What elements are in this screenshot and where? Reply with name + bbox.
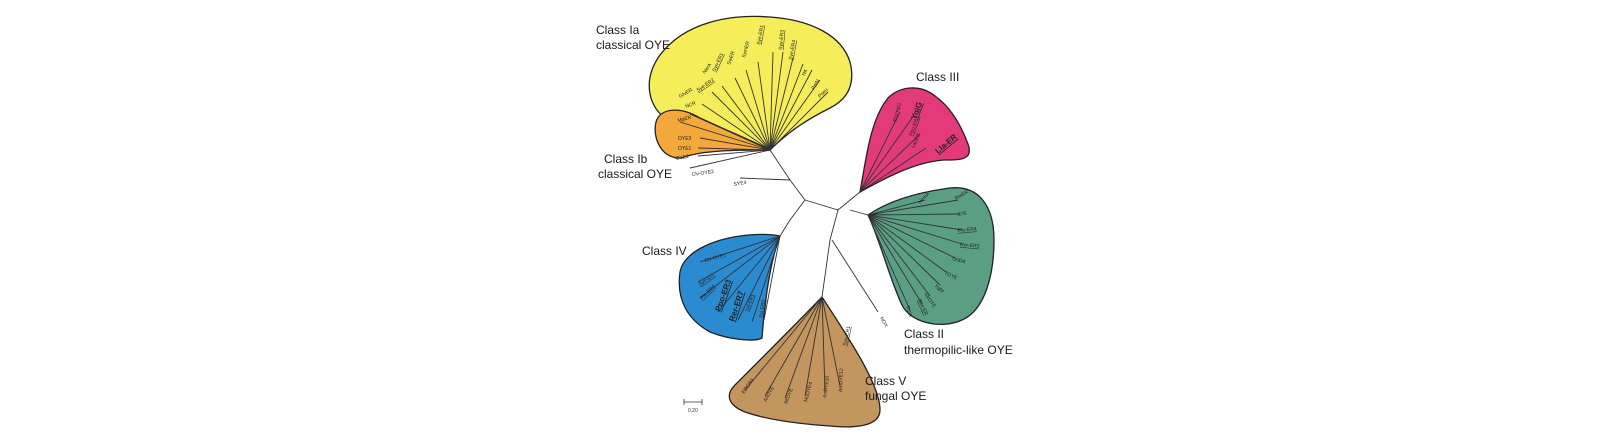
class-ia-sublabel: classical OYE: [596, 38, 670, 52]
leaf-label: PetN: [811, 78, 822, 91]
leaf-label: Clv-OYE2: [691, 169, 714, 178]
clade-iv-labels: Clv-OYE1 Syn-Er1 Pfe-ER4 Syl-ER1 Syl-ER2…: [698, 252, 767, 322]
leaf-label: Nit: [801, 68, 809, 76]
class-v-label: Class V: [865, 374, 906, 388]
clade-iv-branches: [697, 235, 781, 323]
leaf-label: MtOYE: [783, 387, 795, 405]
leaf-label: Rer-ER3: [960, 242, 980, 250]
leaf-label: NerA: [702, 62, 714, 75]
leaf-label: NCR: [685, 100, 698, 109]
clade-ia-branches: [679, 51, 829, 151]
clade-v-branches: [744, 296, 841, 399]
leaf-label: YqjM: [933, 283, 945, 295]
leaf-label: AmOYE12: [838, 368, 845, 392]
class-v-sublabel: fungal OYE: [865, 389, 926, 403]
clade-ib-labels: OYE3 OYE1 OYE2 Clv-OYE2: [675, 136, 714, 178]
class-ii-sublabel: thermopilic-like OYE: [904, 343, 1013, 357]
scale-bar: 0.20: [683, 399, 703, 414]
leaf-label: AnOYE10: [822, 375, 831, 398]
clade-ii-shape: [867, 187, 995, 325]
leaf-label: TOYE: [943, 270, 958, 281]
class-iii-label: Class III: [916, 70, 959, 84]
leaf-label: EcoYqiG: [892, 102, 903, 122]
class-ib-label: Class Ib: [604, 152, 648, 166]
leaf-label: SymER: [741, 40, 751, 58]
leaf-label: Syl-ER2: [758, 299, 767, 318]
clade-ii-branches: [867, 199, 963, 311]
clade-v-shape: [728, 295, 881, 428]
leaf-label: Sye-ER4: [788, 39, 797, 60]
leaf-label: Clv-OYE1: [704, 252, 727, 264]
leaf-label: Sye-ER1: [756, 24, 765, 45]
leaf-label: MgER: [677, 115, 692, 124]
leaf-label: MuOYE4: [803, 381, 814, 402]
clade-iii-branches: [859, 111, 927, 193]
leaf-label: LacER: [910, 132, 922, 148]
leaf-label: Syl-ER1: [744, 293, 756, 312]
leaf-label: TsER: [904, 305, 913, 318]
leaf-label: OYE1: [678, 146, 692, 152]
class-ia-label: Class Ia: [596, 23, 640, 37]
leaf-label: SYE4: [733, 180, 747, 188]
leaf-label: OrlDA: [951, 256, 966, 265]
class-ib-sublabel: classical OYE: [598, 167, 672, 181]
class-ii-label: Class II: [904, 327, 944, 341]
leaf-label: CrS: [957, 210, 967, 218]
leaf-label: Sye-ER3: [778, 30, 786, 51]
class-iv-label: Class IV: [642, 244, 687, 258]
leaf-label: Pfo-ER4: [958, 226, 978, 234]
tree-backbone: [739, 149, 879, 313]
leaf-label: SwER: [726, 50, 737, 65]
clade-ib-branches: [689, 137, 771, 169]
leaf-label: NOX: [878, 316, 889, 329]
leaf-label: Sye-ER1: [842, 325, 852, 346]
leaf-label: OYE3: [678, 136, 692, 142]
leaf-label: OYE2: [675, 154, 689, 162]
scale-bar-label: 0.20: [688, 408, 698, 414]
